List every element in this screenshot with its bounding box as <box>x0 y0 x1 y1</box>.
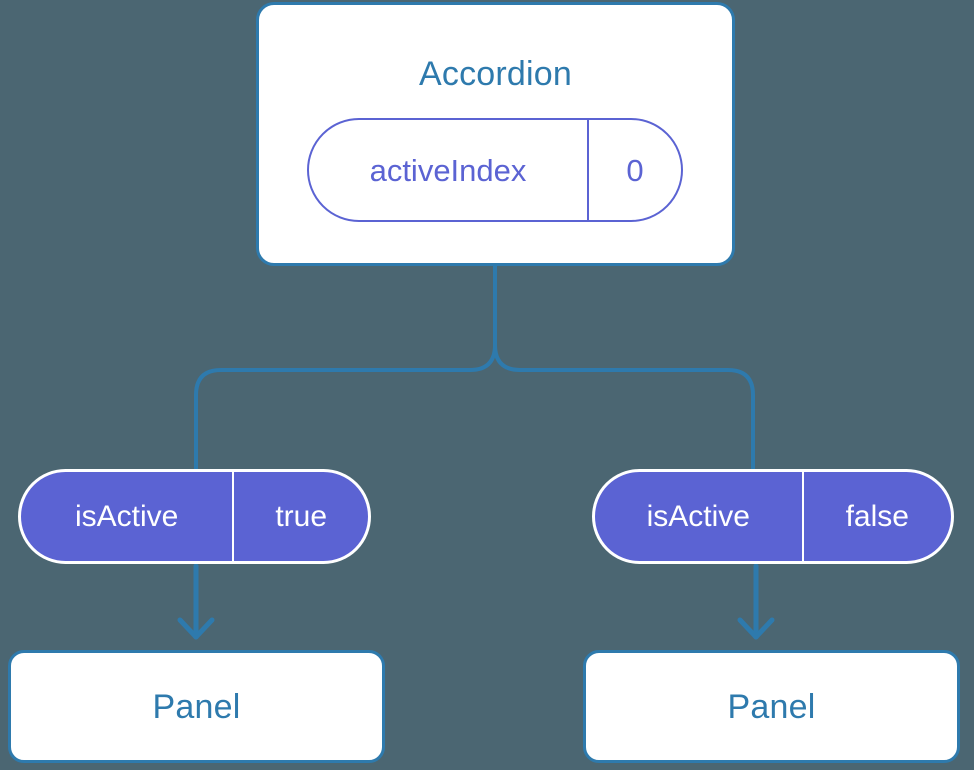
prop-pill-value: false <box>845 499 909 533</box>
tree-edge-connector <box>194 264 497 472</box>
arrow-down-icon-right <box>737 563 775 640</box>
state-pill-active-index[interactable]: activeIndex 0 <box>307 118 683 222</box>
state-pill-key: activeIndex <box>309 120 589 220</box>
prop-pill-is-active-false[interactable]: isActive false <box>592 469 954 564</box>
prop-pill-key: isActive <box>21 472 235 561</box>
panel-node-title: Panel <box>727 687 816 726</box>
tree-edge-connector-right <box>493 264 755 472</box>
state-pill-value: 0 <box>626 152 644 188</box>
prop-pill-value: true <box>275 499 328 533</box>
panel-node-title: Panel <box>152 687 241 726</box>
prop-pill-is-active-true[interactable]: isActive true <box>18 469 371 564</box>
arrow-down-icon-left <box>177 563 215 640</box>
prop-pill-key: isActive <box>595 472 804 561</box>
panel-node-right[interactable]: Panel <box>583 650 960 763</box>
panel-node-left[interactable]: Panel <box>8 650 385 763</box>
accordion-node-title: Accordion <box>419 55 572 93</box>
